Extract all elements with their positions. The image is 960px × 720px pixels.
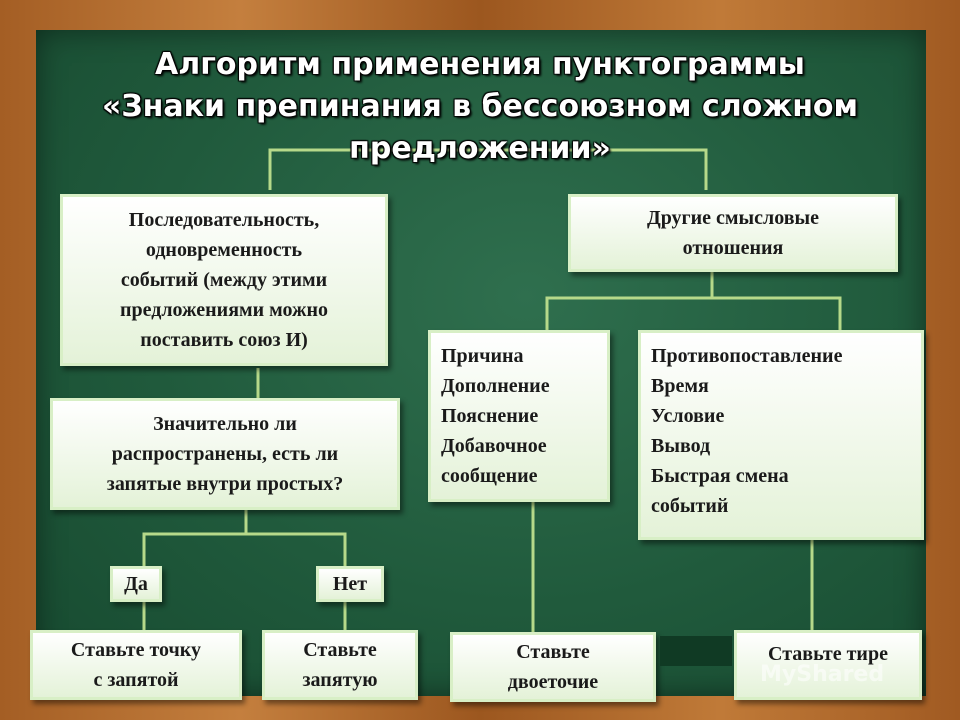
watermark: MyShared xyxy=(760,662,885,687)
dark-patch xyxy=(660,636,732,666)
sequence-box: Последовательность, одновременность собы… xyxy=(60,194,388,366)
colon-box: Ставьте двоеточие xyxy=(450,632,656,702)
no-label: Нет xyxy=(316,566,384,602)
dash-box: Ставьте тире xyxy=(734,630,922,700)
connector-question-no xyxy=(246,532,347,566)
yes-label: Да xyxy=(110,566,162,602)
question-box: Значительно ли распространены, есть ли з… xyxy=(50,398,400,510)
contrasts-box: Противопоставление Время Условие Вывод Б… xyxy=(638,330,924,540)
reasons-box: Причина Дополнение Пояснение Добавочное … xyxy=(428,330,610,502)
connector-question-split xyxy=(142,510,248,566)
connector-split xyxy=(545,296,842,330)
semicolon-box: Ставьте точку с запятой xyxy=(30,630,242,700)
page-title: Алгоритм применения пунктограммы «Знаки … xyxy=(101,47,859,166)
other-relations-box: Другие смысловые отношения xyxy=(568,194,898,272)
connector-top xyxy=(268,148,708,190)
comma-box: Ставьте запятую xyxy=(262,630,418,700)
